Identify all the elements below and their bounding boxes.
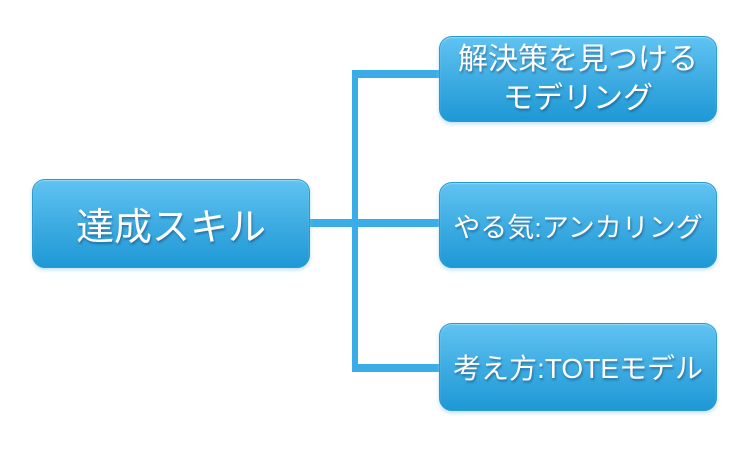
node-thinking-tote-model-label: 考え方:TOTEモデル: [453, 353, 703, 384]
connector-trunk-to-child-3: [352, 364, 439, 372]
node-achievement-skills[interactable]: 達成スキル: [32, 179, 310, 268]
node-solution-modeling[interactable]: 解決策を見つける モデリング: [439, 36, 717, 122]
connector-trunk-to-child-1: [352, 70, 439, 78]
node-motivation-anchoring-label: やる気:アンカリング: [453, 212, 703, 243]
node-thinking-tote-model[interactable]: 考え方:TOTEモデル: [439, 323, 717, 411]
connector-root-to-trunk: [310, 219, 439, 227]
node-solution-modeling-label: 解決策を見つける モデリング: [458, 43, 698, 115]
node-motivation-anchoring[interactable]: やる気:アンカリング: [439, 182, 717, 268]
node-achievement-skills-label: 達成スキル: [75, 207, 266, 249]
